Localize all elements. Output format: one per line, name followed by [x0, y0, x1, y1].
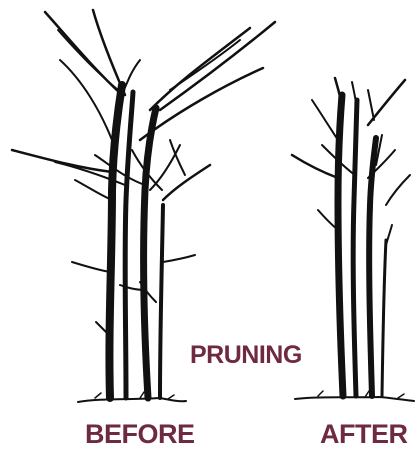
before-branch-4: [163, 165, 210, 200]
before-trunk-3: [144, 108, 156, 398]
after-label: AFTER: [320, 421, 408, 448]
after-branch-4: [312, 100, 338, 140]
after-branch-9: [368, 90, 374, 120]
before-whip-6: [160, 22, 275, 110]
after-ground: [295, 397, 414, 401]
after-shrub: [292, 78, 414, 401]
before-whip-4: [60, 60, 112, 140]
before-trunk-2: [125, 92, 133, 398]
before-trunk-4: [160, 205, 163, 398]
after-trunk-2: [353, 100, 357, 396]
before-stub-1: [72, 262, 110, 272]
before-label: BEFORE: [85, 421, 195, 448]
before-whip-9: [122, 60, 140, 95]
before-branch-7: [75, 180, 112, 200]
after-branch-10: [386, 175, 410, 205]
after-branch-12: [386, 225, 392, 245]
after-trunk-4: [382, 240, 386, 396]
before-stub-2: [163, 255, 195, 262]
pruning-title: PRUNING: [190, 343, 302, 368]
before-whip-8: [170, 40, 240, 90]
before-trunk-1: [109, 85, 122, 398]
before-branch-1: [12, 150, 112, 172]
after-branch-5: [292, 155, 338, 178]
